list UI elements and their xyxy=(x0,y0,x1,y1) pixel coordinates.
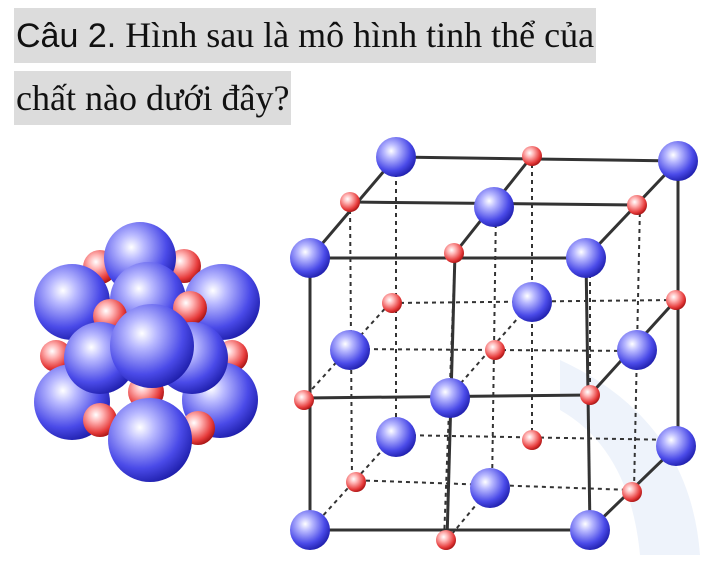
question-label: Câu 2. xyxy=(16,17,117,55)
question-text-line-2: chất nào dưới đây? xyxy=(16,78,290,118)
question-line-2: chất nào dưới đây? xyxy=(14,71,292,125)
question-text-line-1: Hình sau là mô hình tinh thể của xyxy=(125,15,595,55)
question-text: Câu 2. Hình sau là mô hình tinh thể của … xyxy=(14,8,714,133)
question-line-1: Câu 2. Hình sau là mô hình tinh thể của xyxy=(14,8,597,63)
lattice-atoms xyxy=(290,137,698,550)
packing-model xyxy=(34,222,260,482)
watermark-shape xyxy=(560,360,700,555)
